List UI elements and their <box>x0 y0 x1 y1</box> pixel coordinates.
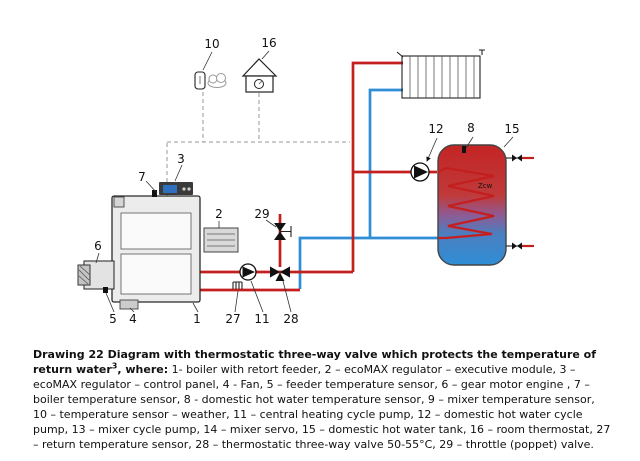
boiler-temp-sensor-icon <box>152 190 157 197</box>
dhw-tank: Zcw <box>437 144 534 266</box>
cloud-icon <box>207 73 227 88</box>
label-1: 1 <box>193 312 201 326</box>
label-27: 27 <box>225 312 240 326</box>
tank-text: Zcw <box>478 182 493 190</box>
label-4: 4 <box>129 312 137 326</box>
caption: Drawing 22 Diagram with thermostatic thr… <box>33 347 611 452</box>
weather-sensor-icon <box>194 71 227 90</box>
label-28: 28 <box>283 312 298 326</box>
room-thermostat-icon <box>241 58 278 93</box>
retort-feeder <box>77 260 115 293</box>
feeder-temp-sensor-icon <box>103 287 108 293</box>
label-10: 10 <box>204 37 219 51</box>
label-6: 6 <box>94 239 102 253</box>
control-wiring <box>166 92 350 196</box>
dhw-pump <box>410 162 430 182</box>
label-29: 29 <box>254 207 269 221</box>
throttle-valve <box>274 223 292 240</box>
dhw-temp-sensor-icon <box>462 146 466 153</box>
label-3: 3 <box>177 152 185 166</box>
label-5: 5 <box>109 312 117 326</box>
caption-body: 1- boiler with retort feeder, 2 – ecoMAX… <box>33 363 611 451</box>
three-way-valve <box>270 266 290 281</box>
label-16: 16 <box>261 36 276 50</box>
return-pipes <box>298 88 438 289</box>
leader-lines <box>95 50 514 313</box>
labels: 7 3 10 16 2 29 6 5 4 1 27 11 28 12 8 15 <box>94 36 519 326</box>
label-11: 11 <box>254 312 269 326</box>
label-2: 2 <box>215 207 223 221</box>
label-12-arrow <box>426 137 438 162</box>
caption-title: Drawing 22 Diagram with thermostatic thr… <box>33 348 597 376</box>
caption-superscript: 3 <box>111 361 118 371</box>
label-12: 12 <box>428 122 443 136</box>
label-7: 7 <box>138 170 146 184</box>
supply-pipes <box>198 61 437 292</box>
fan-icon <box>119 299 139 310</box>
label-15: 15 <box>504 122 519 136</box>
executive-module <box>203 227 239 253</box>
control-panel <box>159 182 193 195</box>
return-temp-sensor-icon <box>232 281 243 289</box>
label-8: 8 <box>467 121 475 135</box>
radiator <box>396 49 485 99</box>
diagram-svg: Zcw <box>77 36 534 326</box>
ch-pump <box>239 263 257 281</box>
boiler <box>77 182 201 310</box>
caption-title-tail: , where: <box>117 363 169 376</box>
